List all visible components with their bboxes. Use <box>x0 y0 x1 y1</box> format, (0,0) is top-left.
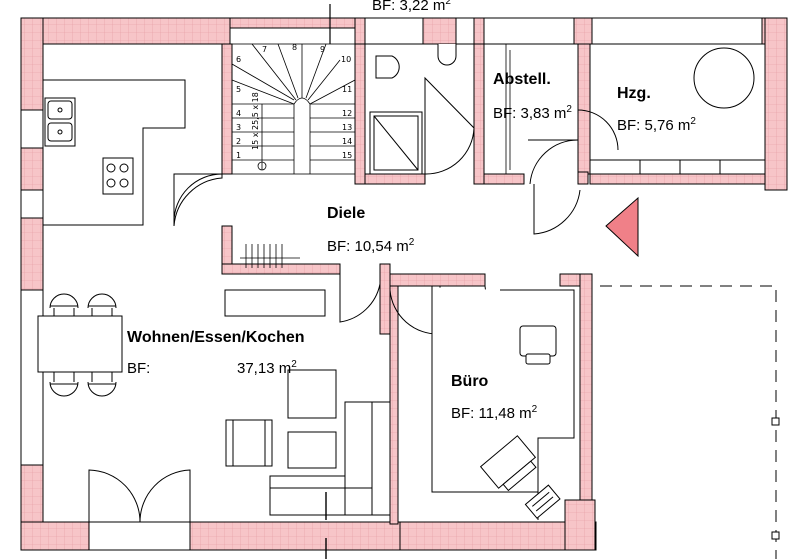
top-windows <box>364 17 763 45</box>
heating-boiler <box>693 47 755 109</box>
sink <box>44 97 76 147</box>
wc-fixtures <box>369 44 457 175</box>
svg-text:11: 11 <box>342 85 352 94</box>
abstell-area: BF: 3,83 m2 <box>493 104 572 122</box>
abstell-shelves <box>505 44 511 174</box>
wohnen-name: Wohnen/Essen/Kochen <box>127 329 305 346</box>
hzg-window <box>589 159 766 175</box>
svg-text:6: 6 <box>236 55 241 64</box>
dining-table <box>37 293 123 397</box>
kitchen <box>43 79 186 226</box>
living-furniture <box>224 289 391 516</box>
wohnen-area-value: 37,13 m2 <box>237 359 297 377</box>
walls <box>20 17 788 551</box>
top-cut-area: BF: 3,22 m2 <box>372 0 451 14</box>
room-labels: BF: 3,22 m2 Abstell. BF: 3,83 m2 Hzg. BF… <box>127 0 696 422</box>
bottom-openings <box>88 521 191 551</box>
office-furniture <box>398 285 575 520</box>
stair-numbers: 1 2 3 4 5 6 7 8 9 10 11 12 13 14 15 15 x… <box>236 43 352 160</box>
svg-text:1: 1 <box>236 151 241 160</box>
svg-text:15: 15 <box>342 151 352 160</box>
buero-name: Büro <box>451 373 489 390</box>
terrace-outline <box>600 285 777 559</box>
svg-text:5: 5 <box>236 85 241 94</box>
svg-text:10: 10 <box>341 55 351 64</box>
terrace-doors <box>88 469 191 523</box>
svg-text:9: 9 <box>320 45 325 54</box>
hzg-area: BF: 5,76 m2 <box>617 116 696 134</box>
entrance-arrow <box>605 196 639 258</box>
diele-area: BF: 10,54 m2 <box>327 237 415 255</box>
hzg-name: Hzg. <box>617 85 651 102</box>
svg-text:15 x 25,5 x 18: 15 x 25,5 x 18 <box>251 92 260 150</box>
svg-text:14: 14 <box>342 137 352 146</box>
staircase <box>231 4 356 175</box>
cooktop <box>102 157 134 195</box>
svg-text:8: 8 <box>292 43 297 52</box>
svg-text:7: 7 <box>262 45 267 54</box>
wohnen-area-prefix: BF: <box>127 360 150 377</box>
diele-name: Diele <box>327 205 365 222</box>
svg-text:3: 3 <box>236 123 241 132</box>
buero-area: BF: 11,48 m2 <box>451 404 538 422</box>
diele-grid <box>240 244 300 268</box>
svg-text:2: 2 <box>236 137 241 146</box>
svg-text:4: 4 <box>236 109 241 118</box>
column-marker <box>771 531 780 540</box>
svg-text:13: 13 <box>342 123 352 132</box>
abstell-name: Abstell. <box>493 71 551 88</box>
column-marker <box>771 417 780 426</box>
svg-text:12: 12 <box>342 109 352 118</box>
